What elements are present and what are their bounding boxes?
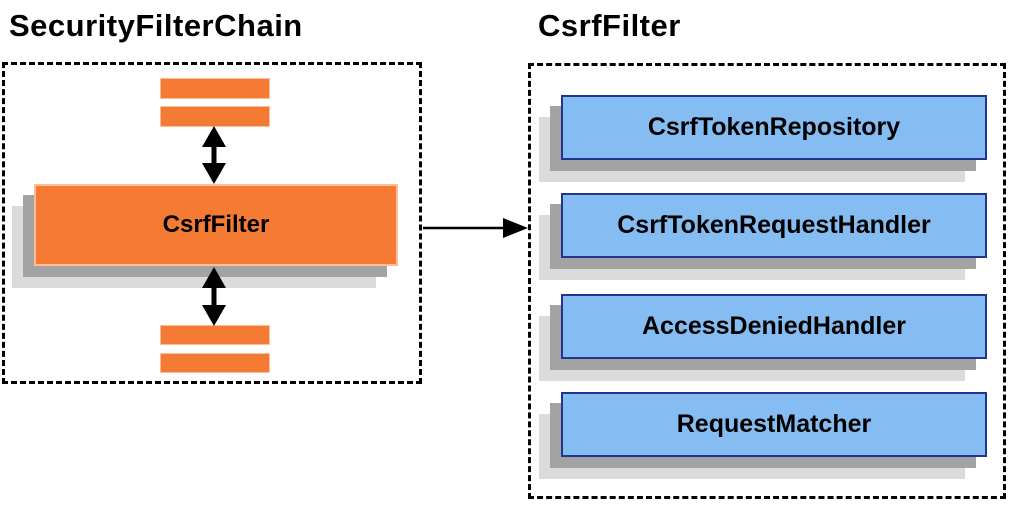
other-filter-bar	[160, 78, 270, 99]
component-label: AccessDeniedHandler	[561, 294, 987, 359]
csrf-token-repository-node: CsrfTokenRepository	[539, 95, 987, 182]
csrf-filter-title: CsrfFilter	[538, 8, 681, 43]
component-label: CsrfTokenRequestHandler	[561, 193, 987, 258]
other-filter-bar	[160, 325, 270, 345]
request-matcher-node: RequestMatcher	[539, 392, 987, 479]
csrf-filter-panel	[528, 63, 1006, 499]
component-label: RequestMatcher	[561, 392, 987, 457]
csrf-token-request-handler-node: CsrfTokenRequestHandler	[539, 193, 987, 280]
component-label: CsrfTokenRepository	[561, 95, 987, 160]
csrf-filter-node-label: CsrfFilter	[34, 184, 398, 266]
security-filter-chain-panel	[2, 62, 422, 384]
other-filter-bar	[160, 106, 270, 127]
right-arrow-icon	[423, 218, 528, 238]
csrf-filter-node: CsrfFilter	[12, 184, 398, 288]
security-filter-chain-title: SecurityFilterChain	[9, 8, 303, 43]
access-denied-handler-node: AccessDeniedHandler	[539, 294, 987, 381]
other-filter-bar	[160, 353, 270, 373]
